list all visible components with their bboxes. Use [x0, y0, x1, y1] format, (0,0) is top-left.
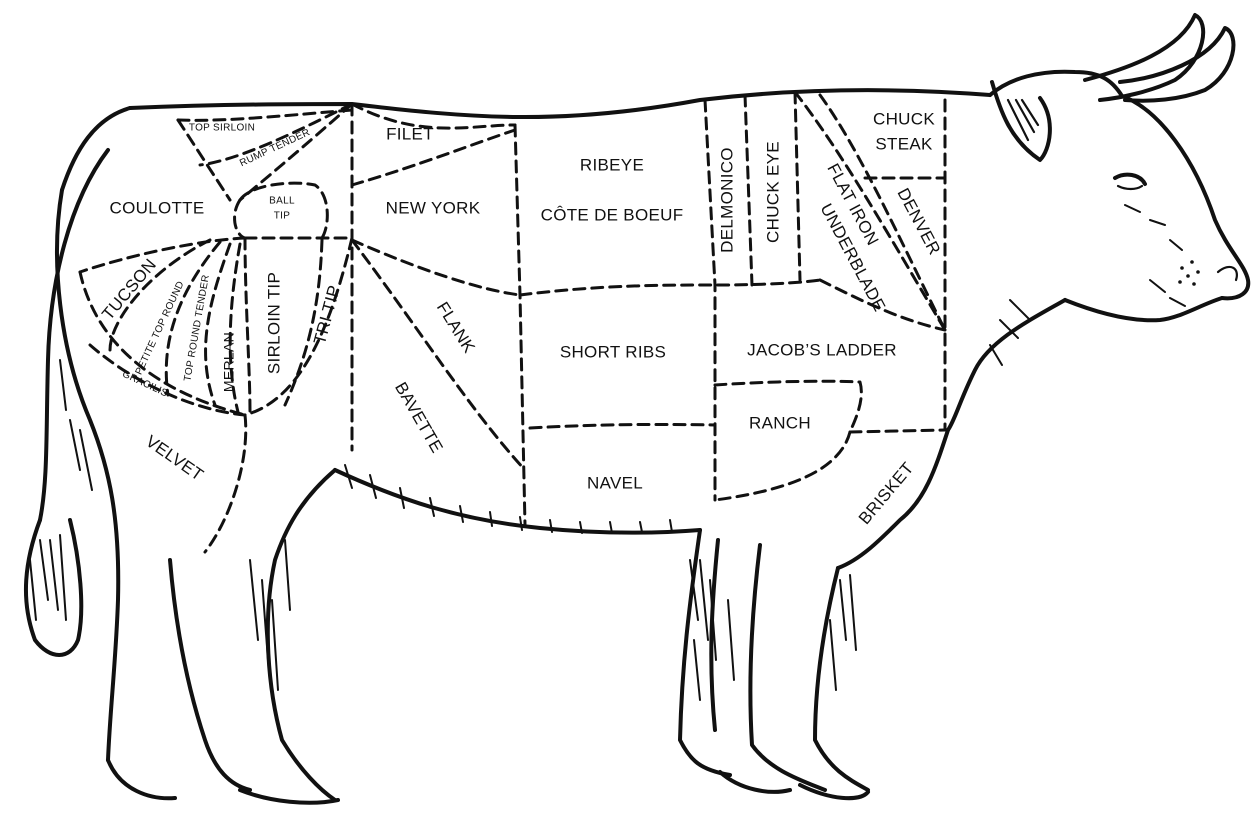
label-ball-tip-line2: TIP — [274, 211, 290, 222]
label-filet: FILET — [386, 124, 434, 143]
label-chuck-steak-line2: STEAK — [875, 134, 933, 153]
label-coulotte: COULOTTE — [110, 198, 205, 217]
label-denver: DENVER — [893, 185, 944, 258]
label-cote-de-boeuf: CÔTE DE BOEUF — [541, 205, 684, 224]
label-flank: FLANK — [433, 299, 479, 357]
label-tucson: TUCSON — [98, 255, 160, 324]
label-merlan: MERLAN — [221, 332, 237, 392]
label-jacobs-ladder: JACOB’S LADDER — [747, 340, 897, 359]
label-chuck-eye: CHUCK EYE — [763, 141, 782, 243]
label-navel: NAVEL — [587, 473, 643, 492]
label-chuck-steak-line1: CHUCK — [873, 109, 935, 128]
label-ball-tip-line1: BALL — [269, 196, 295, 207]
label-new-york: NEW YORK — [386, 198, 481, 217]
label-velvet: VELVET — [142, 432, 207, 485]
label-delmonico: DELMONICO — [717, 147, 736, 253]
label-ribeye: RIBEYE — [580, 155, 644, 174]
cut-lines — [80, 92, 945, 552]
label-brisket: BRISKET — [855, 459, 918, 529]
label-petite-top-round: PETITE TOP ROUND — [134, 279, 187, 376]
label-short-ribs: SHORT RIBS — [560, 342, 666, 361]
label-bavette: BAVETTE — [391, 379, 447, 456]
label-top-sirloin: TOP SIRLOIN — [189, 123, 255, 134]
label-sirloin-tip: SIRLOIN TIP — [264, 272, 283, 374]
muzzle-dots — [1178, 260, 1200, 286]
label-ranch: RANCH — [749, 413, 811, 432]
